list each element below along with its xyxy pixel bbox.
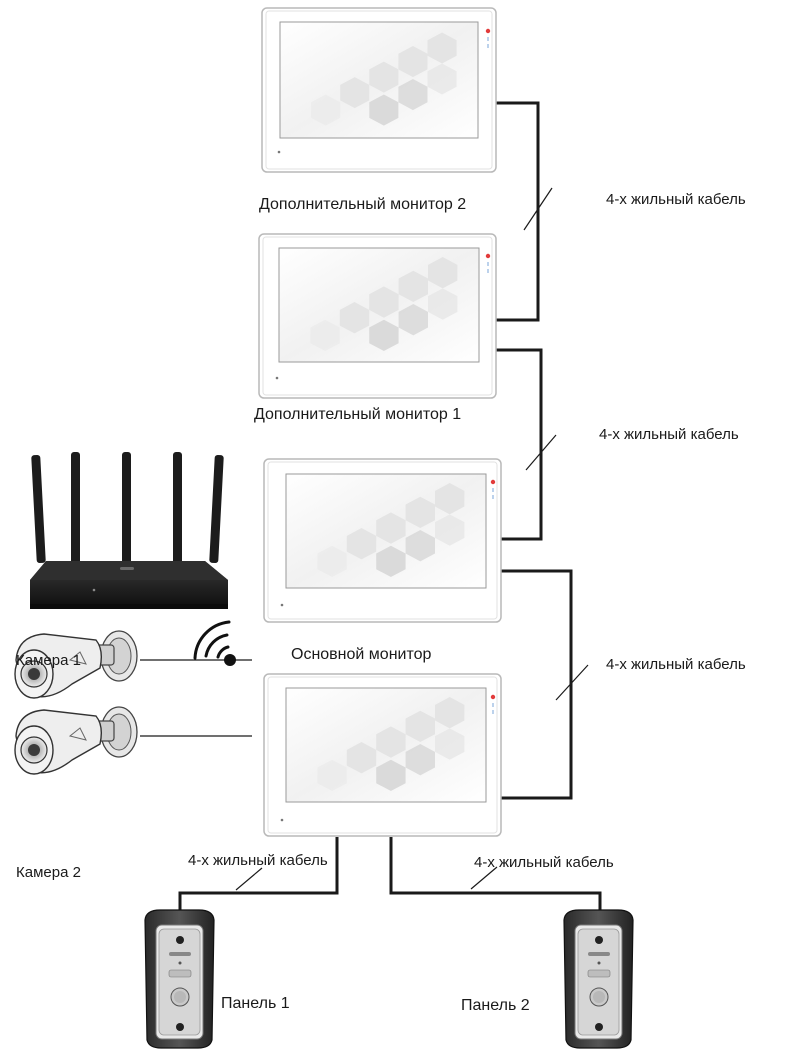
camera-1-icon bbox=[14, 630, 138, 699]
monitor-extra-1 bbox=[258, 233, 497, 399]
cable-extra2-extra1 bbox=[496, 101, 540, 322]
cable-tick bbox=[525, 434, 557, 471]
door-panel-2-icon bbox=[563, 909, 634, 1049]
monitor-main bbox=[263, 458, 502, 623]
cable-label-1: 4-х жильный кабель bbox=[606, 191, 746, 208]
cable-door-panel2 bbox=[389, 837, 602, 912]
wifi-icon bbox=[193, 620, 236, 666]
cable-tick bbox=[235, 867, 263, 891]
cable-extra1-main bbox=[496, 348, 543, 541]
cable-main-door bbox=[501, 569, 573, 800]
cable-label-2: 4-х жильный кабель bbox=[599, 426, 739, 443]
monitor-main-label: Основной монитор bbox=[291, 646, 432, 663]
camera-1-label: Камера 1 bbox=[16, 652, 81, 669]
camera-2-label: Камера 2 bbox=[16, 864, 81, 881]
cable-label-3: 4-х жильный кабель bbox=[606, 656, 746, 673]
monitor-extra-2-label: Дополнительный монитор 2 bbox=[259, 196, 467, 213]
camera-2-icon bbox=[14, 706, 138, 775]
router-icon bbox=[30, 452, 228, 609]
panel-2-label: Панель 2 bbox=[461, 997, 530, 1014]
cable-door-panel1 bbox=[178, 837, 339, 912]
door-panel-1-icon bbox=[144, 909, 215, 1049]
monitor-extra-2 bbox=[261, 7, 497, 173]
monitor-extra-1-label: Дополнительный монитор 1 bbox=[254, 406, 462, 423]
cable-tick bbox=[555, 664, 589, 701]
cable-label-4: 4-х жильный кабель bbox=[188, 852, 328, 869]
cable-tick bbox=[470, 866, 498, 890]
panel-1-label: Панель 1 bbox=[221, 995, 290, 1012]
monitor-door bbox=[263, 673, 502, 837]
cable-tick bbox=[523, 187, 553, 231]
cable-label-5: 4-х жильный кабель bbox=[474, 854, 614, 871]
